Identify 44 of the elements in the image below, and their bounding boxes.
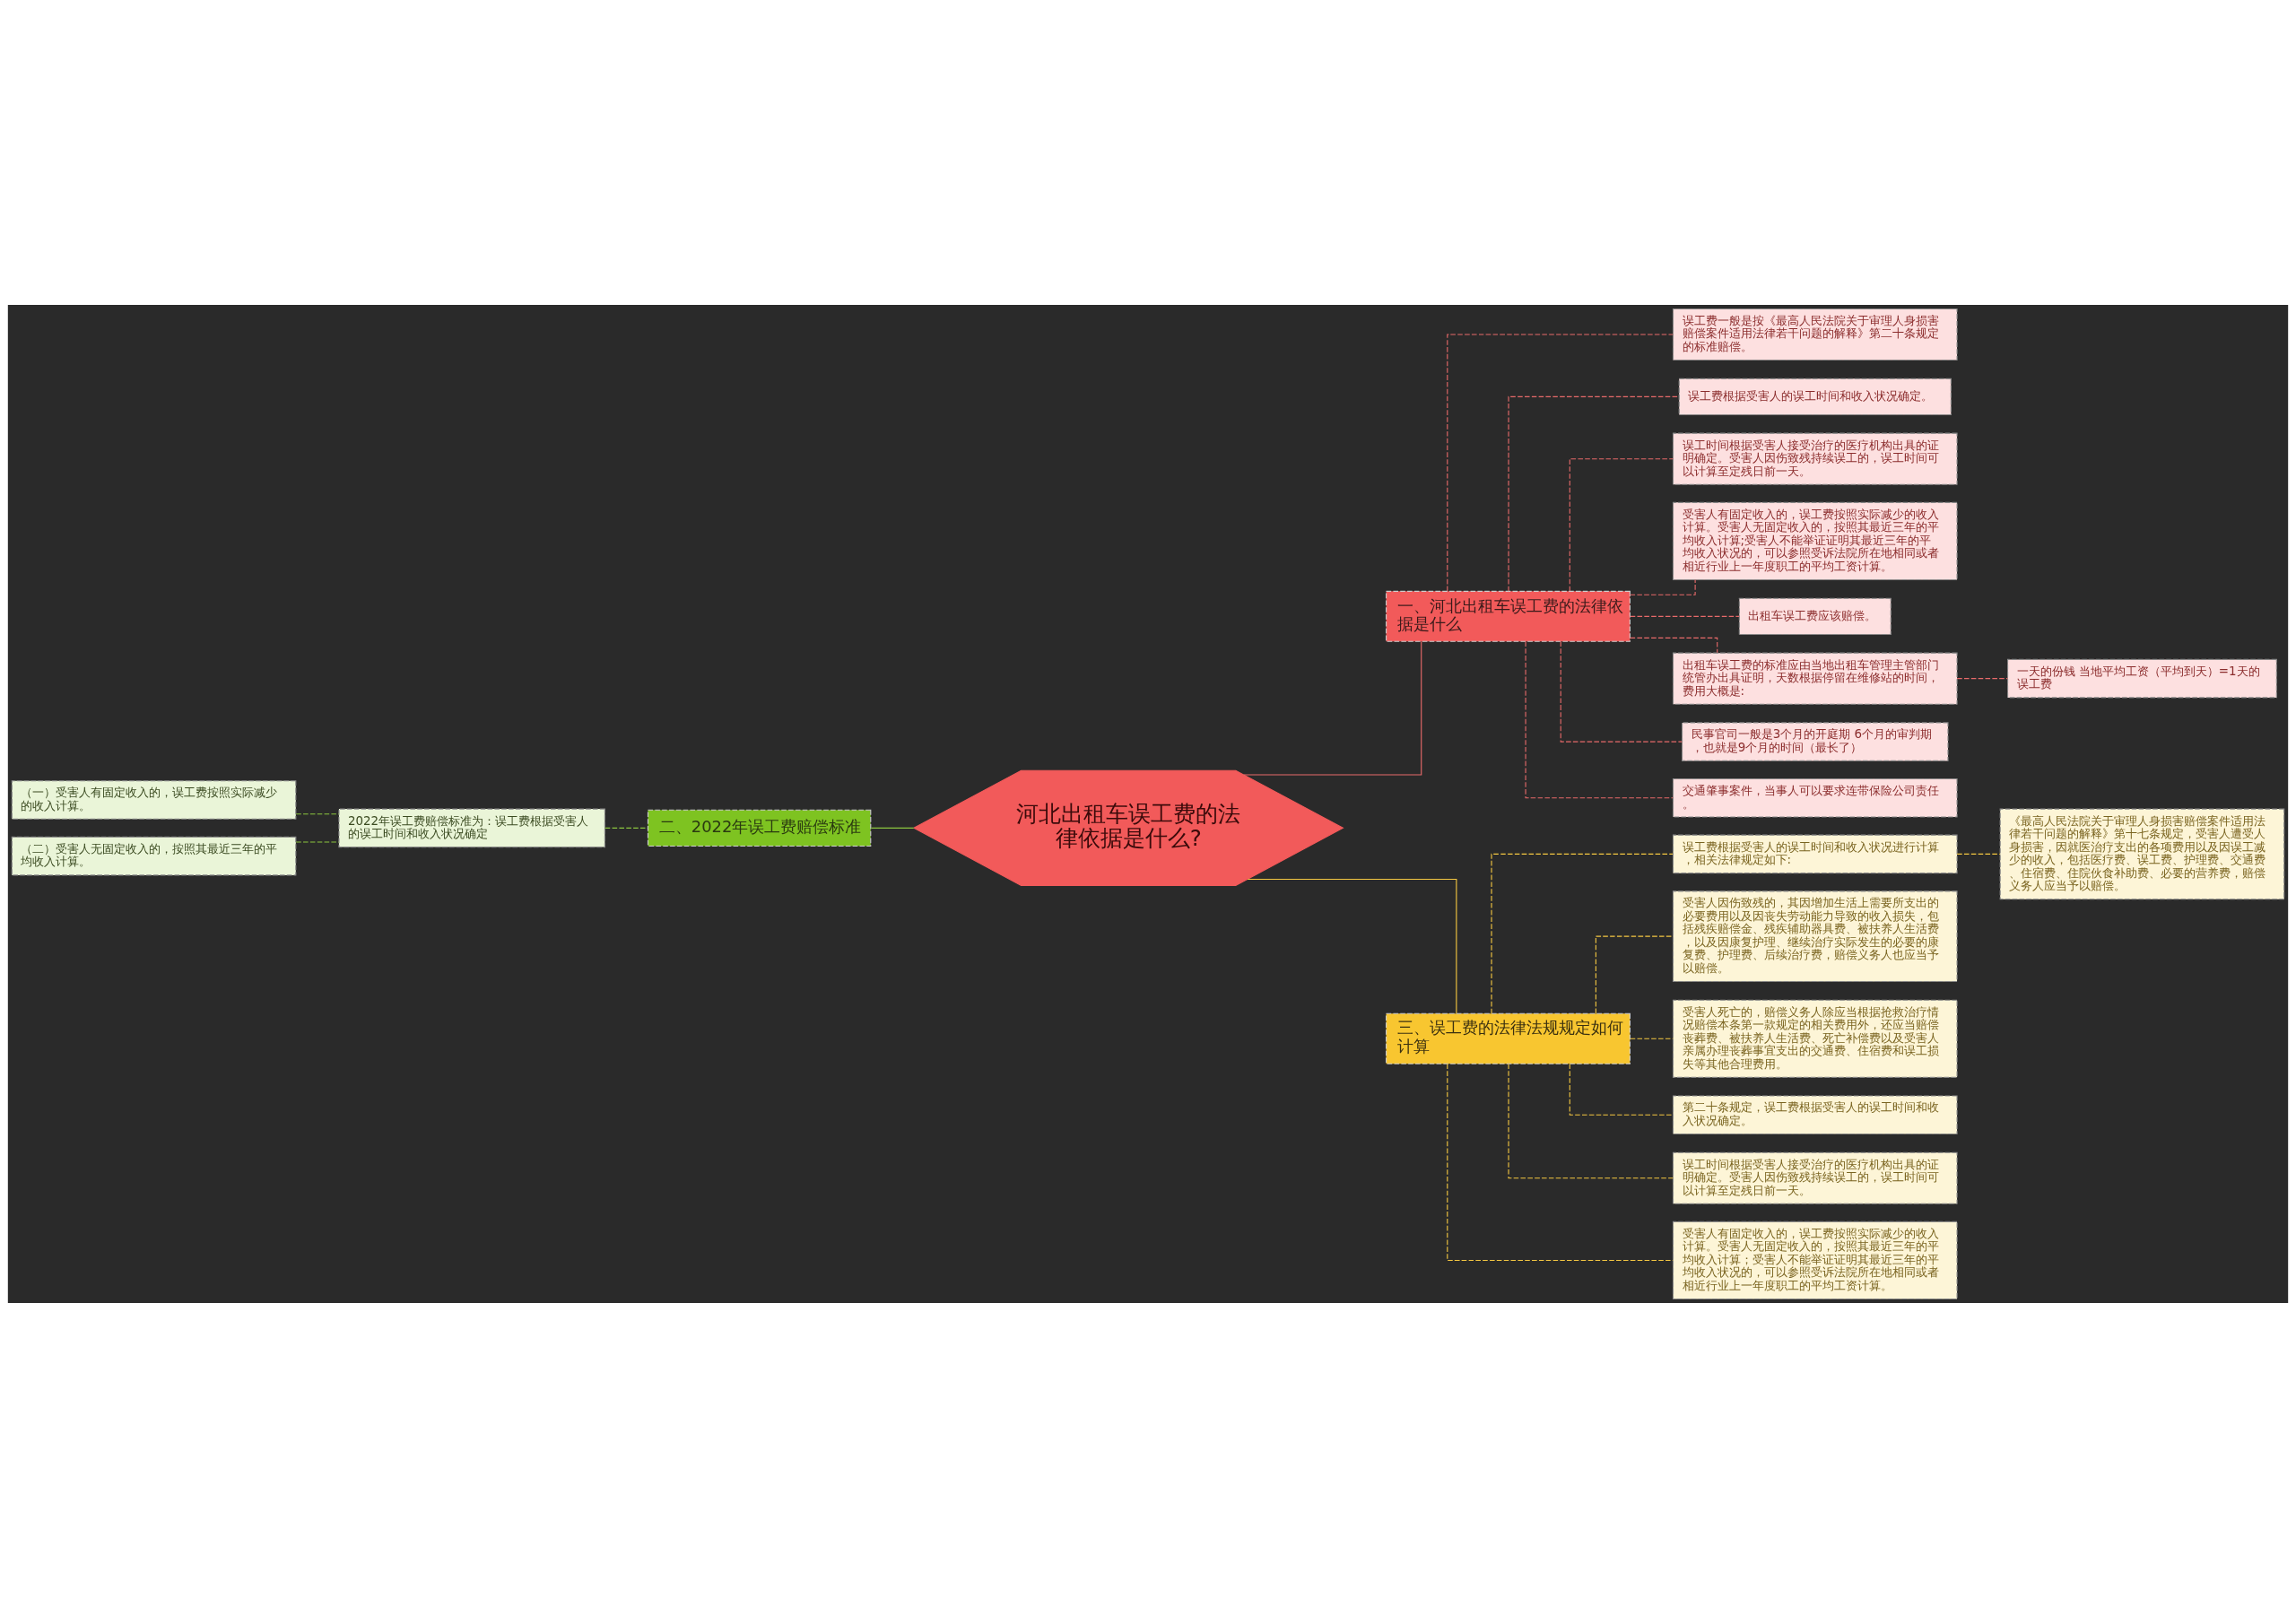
node-box: 受害人有固定收入的，误工费按照实际减少的收入计算。受害人无固定收入的，按照其最近三年的平均收入计算;受害人不能举证证明其最近三年的平均收入状况的，可以参照受诉法院所在地相同或者相近行业上一年度职工的平均工资计算。 [1672, 501, 1958, 580]
node-box: 一天的份钱 当地平均工资（平均到天）=1天的误工费 [2007, 658, 2277, 698]
node-box: 二、2022年误工费赔偿标准 [647, 809, 872, 847]
connector [1630, 615, 1740, 617]
connector [1508, 1063, 1674, 1178]
connector [1560, 640, 1683, 743]
node-box: 误工时间根据受害人接受治疗的医疗机构出具的证明确定。受害人因伤致残持续误工的，误工时间可以计算至定残日前一天。 [1672, 1151, 1958, 1204]
connector [295, 812, 340, 814]
connector [1491, 853, 1674, 1014]
node-box: 民事官司一般是3个月的开庭期 6个月的审判期，也就是9个月的时间（最长了） [1682, 721, 1949, 761]
connector [295, 840, 340, 843]
node-box: 受害人因伤致残的，其因增加生活上需要所支出的必要费用以及因丧失劳动能力导致的收入损失，包括残疾赔偿金、残疾辅助器具费、被扶养人生活费，以及因康复护理、继续治疗实际发生的必要的康复费、护理费、后续治疗费，赔偿义务人也应当予以赔偿。 [1672, 890, 1958, 982]
connector [870, 827, 915, 829]
node-box: 第二十条规定，误工费根据受害人的误工时间和收入状况确定。 [1672, 1094, 1958, 1134]
connector [1630, 1038, 1674, 1039]
node-box: 受害人死亡的，赔偿义务人除应当根据抢救治疗情况赔偿本条第一款规定的相关费用外，还应当赔偿丧葬费、被扶养人生活费、死亡补偿费以及受害人亲属办理丧葬事宜支出的交通费、住宿费和误工损失等其他合理费用。 [1672, 999, 1958, 1078]
node-box: 误工费一般是按《最高人民法院关于审理人身损害赔偿案件适用法律若干问题的解释》第二十条规定的标准赔偿。 [1672, 308, 1958, 360]
node-box: （一）受害人有固定收入的，误工费按照实际减少的收入计算。 [11, 779, 297, 820]
connector [1956, 853, 2001, 855]
node-box: 《最高人民法院关于审理人身损害赔偿案件适用法律若干问题的解释》第十七条规定，受害人遭受人身损害，因就医治疗支出的各项费用以及因误工减少的收入，包括医疗费、误工费、护理费、交通费、住宿费、住院伙食补助费、必要的营养费，赔偿义务人应当予以赔偿。 [1999, 808, 2285, 899]
node-box: 出租车误工费应该赔偿。 [1738, 597, 1892, 635]
connector [1243, 640, 1422, 776]
connector [1569, 457, 1674, 592]
node-box: 误工费根据受害人的误工时间和收入状况确定。 [1678, 378, 1952, 415]
node-box: 受害人有固定收入的，误工费按照实际减少的收入计算。受害人无固定收入的，按照其最近三年的平均收入计算；受害人不能举证证明其最近三年的平均收入状况的，可以参照受诉法院所在地相同或者相近行业上一年度职工的平均工资计算。 [1672, 1220, 1958, 1299]
node-box: 2022年误工费赔偿标准为：误工费根据受害人的误工时间和收入状况确定 [338, 808, 605, 847]
connector [1629, 637, 1718, 653]
connector [1595, 935, 1674, 1014]
connector [1629, 578, 1696, 595]
connector [1956, 677, 2008, 679]
connector [1447, 333, 1674, 591]
node-box: 三、误工费的法律法规规定如何计算 [1386, 1012, 1631, 1064]
node-box: 误工费根据受害人的误工时间和收入状况进行计算，相关法律规定如下: [1672, 834, 1958, 873]
node-box: 误工时间根据受害人接受治疗的医疗机构出具的证明确定。受害人因伤致残持续误工的，误工时间可以计算至定残日前一天。 [1672, 432, 1958, 485]
node-box: 出租车误工费的标准应由当地出租车管理主管部门统管办出具证明，天数根据停留在维修站的时间，费用大概是: [1672, 652, 1958, 705]
connector [1508, 395, 1680, 592]
connector [604, 827, 648, 829]
node-box: （二）受害人无固定收入的，按照其最近三年的平均收入计算。 [11, 836, 297, 875]
node-box: 一、河北出租车误工费的法律依据是什么 [1386, 590, 1631, 642]
connector [1447, 1063, 1674, 1261]
connector [1525, 640, 1674, 798]
connector [1247, 878, 1457, 1014]
node-box: 交通肇事案件，当事人可以要求连带保险公司责任。 [1672, 777, 1958, 818]
connector [1569, 1063, 1674, 1116]
